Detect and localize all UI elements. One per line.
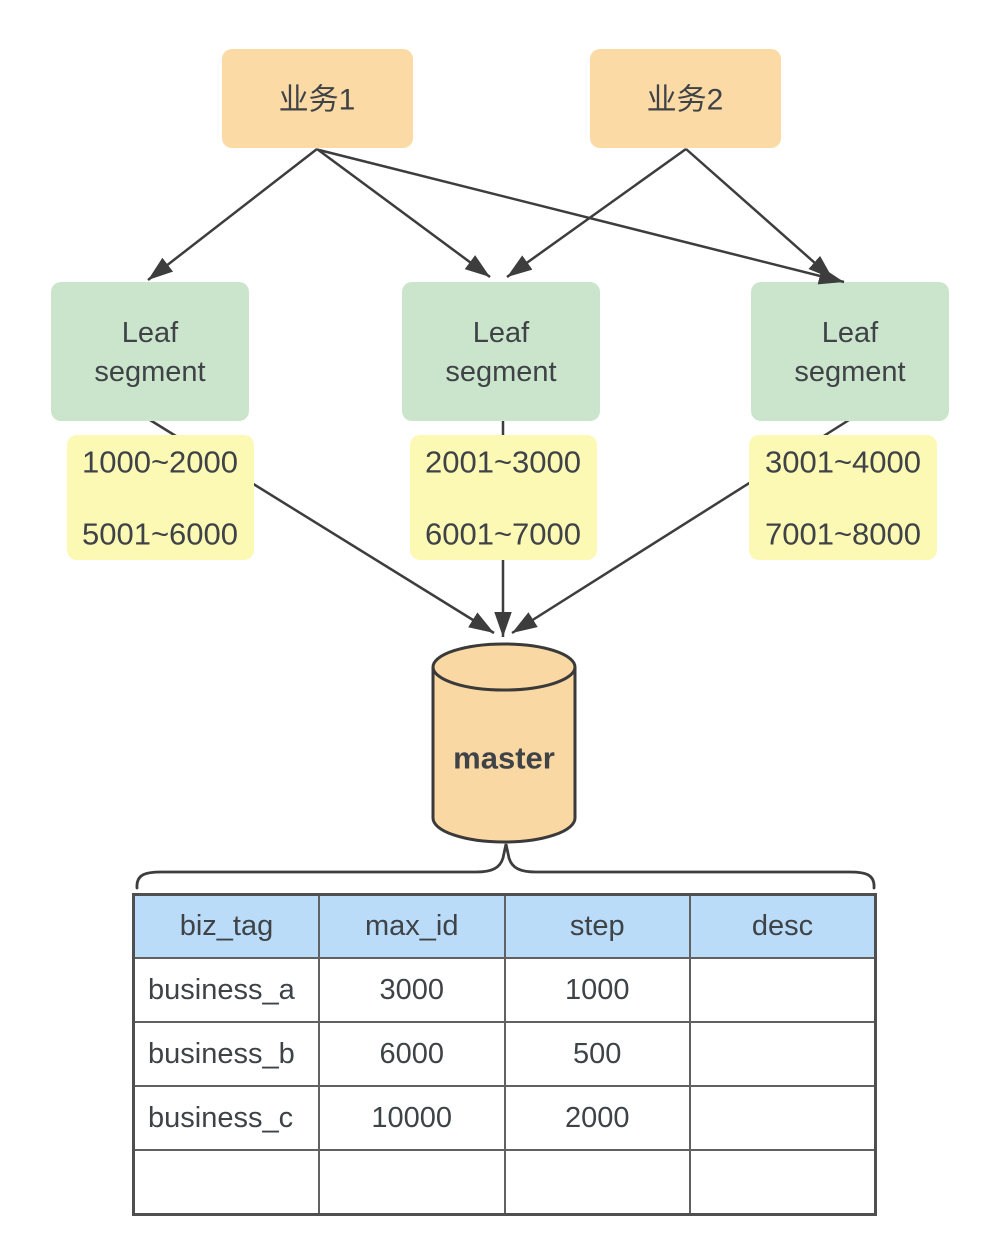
cell-max-id: 6000 xyxy=(318,1021,506,1087)
segment-range-note-2 xyxy=(410,435,597,560)
table-row: business_a 3000 1000 xyxy=(132,957,877,1023)
business-node-2-label: 业务2 xyxy=(647,84,724,117)
table-row: business_b 6000 500 xyxy=(132,1021,877,1087)
table-row-empty xyxy=(132,1149,877,1216)
cell-desc xyxy=(689,1021,877,1087)
segment-range-note-3 xyxy=(749,435,937,560)
edge-business2-to-leaf3 xyxy=(685,148,834,280)
edge-business2-to-leaf2 xyxy=(506,147,687,279)
db-cylinder-body xyxy=(431,667,577,844)
leaf-node-2-label-line2: segment xyxy=(445,356,556,388)
leaf-node-2 xyxy=(402,282,600,421)
cell-biz-tag: business_b xyxy=(132,1021,320,1087)
curly-brace xyxy=(135,843,876,890)
cell-step: 1000 xyxy=(503,957,691,1023)
business-node-2 xyxy=(590,49,781,148)
cell-max-id: 10000 xyxy=(318,1085,506,1151)
leaf-alloc-table: biz_tag max_id step desc business_a 3000… xyxy=(132,893,877,1216)
architecture-diagram: master 业务1 业务2 Leaf segment Leaf segment… xyxy=(51,49,949,890)
business-node-1 xyxy=(222,49,413,148)
segment-range-3-line2: 7001~8000 xyxy=(765,517,921,552)
business-node-1-label: 业务1 xyxy=(279,84,356,117)
column-header-max-id: max_id xyxy=(318,893,506,959)
segment-range-1-line1: 1000~2000 xyxy=(82,445,238,480)
cell-biz-tag: business_a xyxy=(132,957,320,1023)
cell-biz-tag xyxy=(132,1149,320,1216)
column-header-desc: desc xyxy=(689,893,877,959)
leaf-node-3-label-line1: Leaf xyxy=(822,317,879,349)
edge-business1-to-leaf2 xyxy=(316,147,491,279)
edge-business1-to-leaf1 xyxy=(147,148,318,281)
cell-step xyxy=(503,1149,691,1216)
cell-step: 2000 xyxy=(503,1085,691,1151)
cell-desc xyxy=(689,1149,877,1216)
segment-range-2-line2: 6001~7000 xyxy=(425,517,581,552)
segment-range-3-line1: 3001~4000 xyxy=(765,445,921,480)
leaf-node-1 xyxy=(51,282,249,421)
master-db-label: master xyxy=(453,741,555,776)
column-header-biz-tag: biz_tag xyxy=(132,893,320,959)
leaf-node-1-label-line1: Leaf xyxy=(122,317,179,349)
cell-step: 500 xyxy=(503,1021,691,1087)
column-header-step: step xyxy=(503,893,691,959)
table-row: business_c 10000 2000 xyxy=(132,1085,877,1151)
master-db-cylinder: master xyxy=(431,642,577,844)
cell-desc xyxy=(689,1085,877,1151)
leaf-node-1-label-line2: segment xyxy=(94,356,205,388)
table-header-row: biz_tag max_id step desc xyxy=(132,893,877,959)
cell-max-id: 3000 xyxy=(318,957,506,1023)
leaf-node-3-label-line2: segment xyxy=(794,356,905,388)
segment-range-2-line1: 2001~3000 xyxy=(425,445,581,480)
db-cylinder-top xyxy=(431,642,577,692)
segment-range-1-line2: 5001~6000 xyxy=(82,517,238,552)
cell-max-id xyxy=(318,1149,506,1216)
segment-range-note-1 xyxy=(67,435,254,560)
cell-desc xyxy=(689,957,877,1023)
leaf-node-2-label-line1: Leaf xyxy=(473,317,530,349)
cell-biz-tag: business_c xyxy=(132,1085,320,1151)
leaf-node-3 xyxy=(751,282,949,421)
business-to-leaf-edges xyxy=(147,147,845,285)
edge-business1-to-leaf3 xyxy=(318,148,845,285)
